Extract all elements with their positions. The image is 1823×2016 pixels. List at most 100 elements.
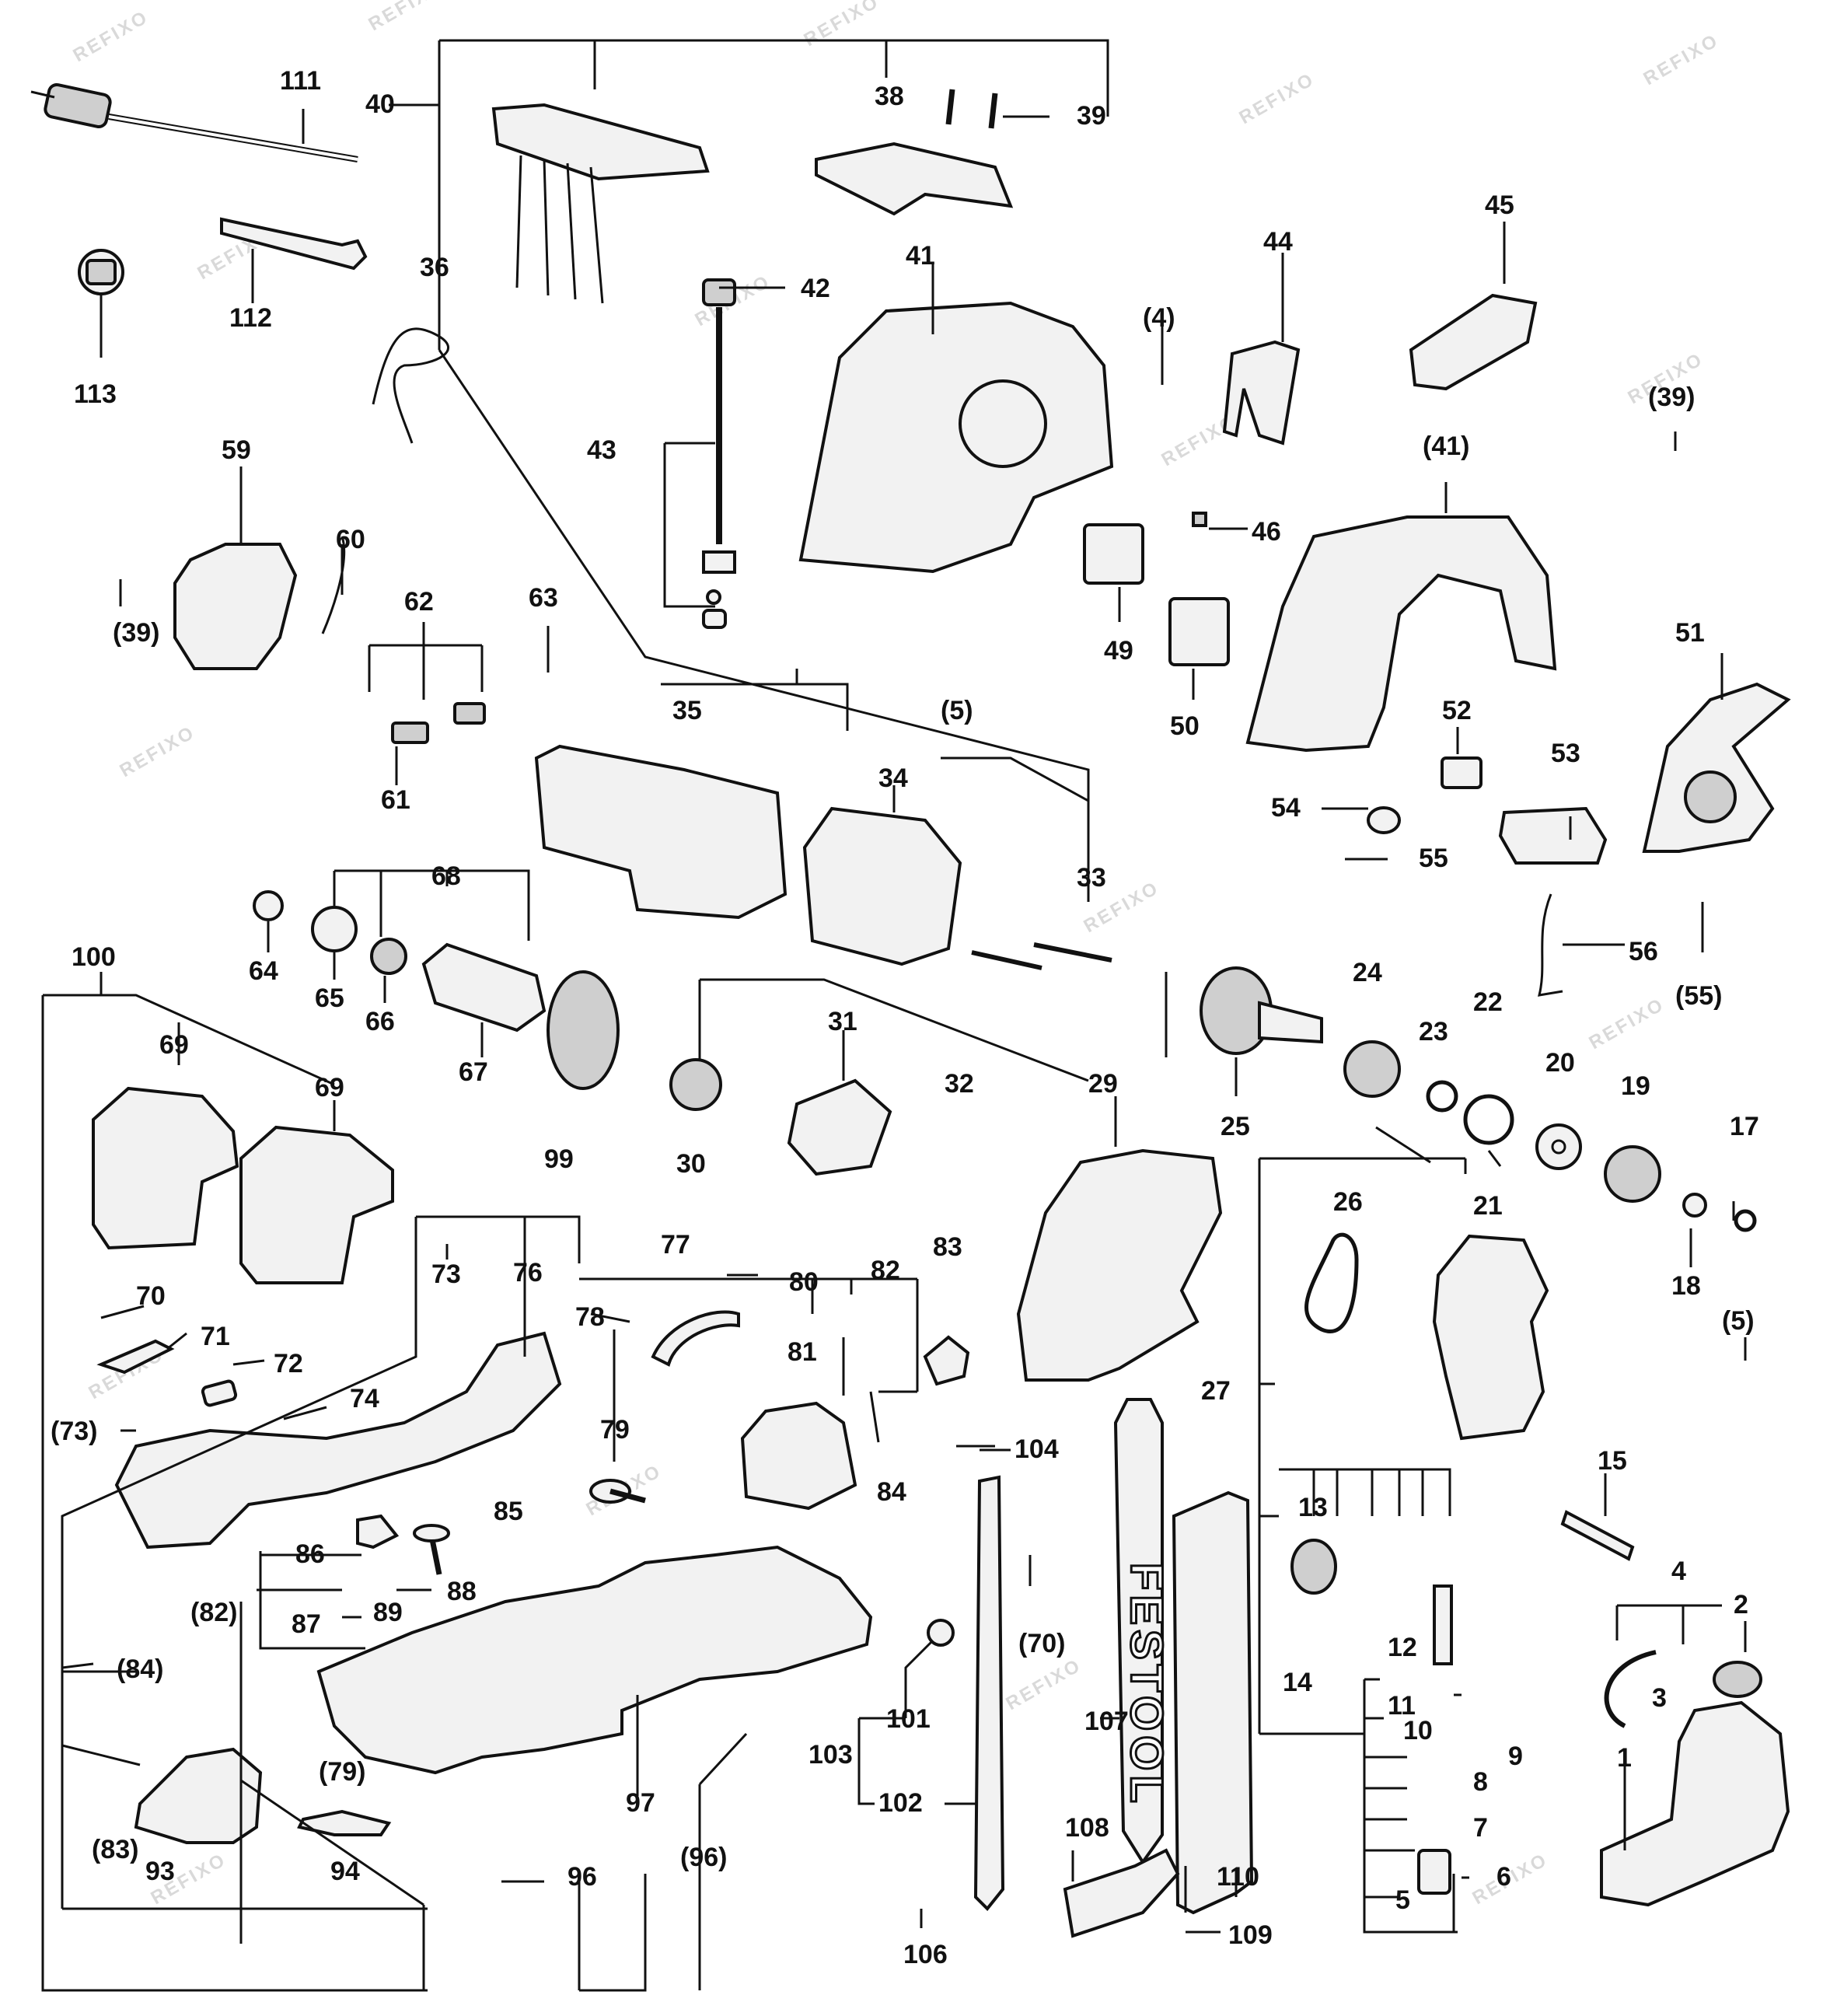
callout-19: 19 (1621, 1071, 1650, 1101)
callout-31: 31 (828, 1007, 857, 1036)
callout-73p: (73) (51, 1417, 97, 1446)
callout-7: 7 (1473, 1813, 1488, 1843)
callout-40: 40 (365, 89, 395, 119)
callout-69a: 69 (159, 1030, 189, 1060)
field-coil (802, 806, 962, 966)
housing-half (1245, 515, 1557, 753)
brand-logo: FESTOOL (1121, 1563, 1172, 1808)
watermark: REFIXO (1586, 994, 1668, 1053)
callout-42: 42 (801, 274, 830, 303)
watermark: REFIXO (70, 6, 152, 66)
chain-sprocket (1604, 1145, 1661, 1203)
callout-60: 60 (336, 525, 365, 554)
callout-70p: (70) (1018, 1629, 1065, 1658)
callout-104: 104 (1015, 1434, 1059, 1464)
cable-clip (1367, 806, 1401, 834)
ground-wire (1537, 893, 1563, 997)
callout-77: 77 (661, 1230, 690, 1260)
callout-55: 55 (1419, 844, 1448, 873)
callout-54: 54 (1271, 793, 1301, 823)
callout-72: 72 (274, 1349, 303, 1378)
callout-97: 97 (626, 1788, 655, 1818)
callout-25: 25 (1221, 1112, 1250, 1141)
callout-3: 3 (1652, 1683, 1667, 1713)
callout-84p: (84) (117, 1654, 163, 1684)
callout-21: 21 (1473, 1191, 1503, 1221)
fence-bar (297, 1809, 392, 1836)
terminal-block (1441, 756, 1482, 789)
guide-pin (1560, 1510, 1635, 1561)
callout-67: 67 (459, 1057, 488, 1087)
callout-110: 110 (1217, 1862, 1259, 1892)
callout-96: 96 (568, 1862, 597, 1892)
callout-83: 83 (933, 1232, 962, 1262)
callout-93: 93 (145, 1857, 175, 1886)
callout-41p: (41) (1423, 432, 1469, 461)
leader-lines (41, 39, 1747, 1992)
long-screw (971, 950, 1042, 970)
callout-69b: 69 (315, 1073, 344, 1102)
callout-89: 89 (373, 1598, 403, 1627)
callout-96p: (96) (680, 1843, 727, 1872)
brush-plate (787, 1078, 892, 1176)
callout-52: 52 (1442, 696, 1472, 725)
callout-78: 78 (575, 1302, 605, 1332)
callout-2: 2 (1734, 1590, 1748, 1619)
handle-assembly (491, 103, 710, 304)
callout-49: 49 (1104, 636, 1133, 666)
bar-cover (1063, 1848, 1180, 1938)
callout-5p2: (5) (1722, 1306, 1755, 1336)
rip-fence (134, 1747, 263, 1844)
callout-10: 10 (1403, 1716, 1433, 1745)
callout-82: 82 (871, 1256, 900, 1285)
callout-74: 74 (350, 1384, 379, 1413)
callout-6: 6 (1496, 1862, 1511, 1892)
callout-32: 32 (945, 1069, 974, 1099)
callout-84: 84 (877, 1477, 906, 1507)
callout-15: 15 (1598, 1446, 1627, 1476)
callout-39: 39 (1077, 101, 1106, 131)
callout-17: 17 (1730, 1112, 1759, 1141)
callout-68: 68 (431, 861, 461, 891)
motor-casing (534, 744, 788, 920)
base-plate (316, 1545, 873, 1775)
ball-bearing (370, 938, 407, 975)
callout-22: 22 (1473, 987, 1503, 1017)
callout-107: 107 (1084, 1707, 1129, 1736)
callout-94: 94 (330, 1857, 360, 1886)
watermark: REFIXO (1003, 1654, 1085, 1714)
callout-66: 66 (365, 1007, 395, 1036)
tank-cap (1713, 1661, 1762, 1698)
callout-35: 35 (672, 696, 702, 725)
guide-rail (1172, 1490, 1254, 1915)
callout-81: 81 (788, 1337, 817, 1367)
chain-guard-strip (973, 1475, 1005, 1911)
blade-guard (1642, 682, 1791, 853)
o-ring (253, 890, 284, 921)
callout-39p: (39) (1648, 383, 1695, 412)
callout-23: 23 (1419, 1017, 1448, 1046)
watermark: REFIXO (801, 0, 883, 51)
switch-lever (1222, 340, 1301, 445)
internal-cable (372, 327, 449, 444)
callout-62: 62 (404, 587, 434, 617)
bearing (669, 1058, 722, 1111)
callout-102: 102 (878, 1788, 923, 1818)
callout-18: 18 (1671, 1271, 1701, 1301)
callout-79: 79 (600, 1415, 630, 1445)
callout-83p: (83) (92, 1835, 138, 1864)
callout-44: 44 (1263, 227, 1293, 257)
snap-ring (1734, 1209, 1757, 1232)
callout-79p: (79) (319, 1757, 365, 1787)
bevel-bracket (740, 1401, 857, 1511)
callout-85: 85 (494, 1497, 523, 1526)
callout-111: 111 (280, 66, 321, 96)
switch-housing (1168, 597, 1230, 666)
switch-cover (1498, 806, 1608, 865)
pump-piston (1417, 1849, 1451, 1895)
callout-20: 20 (1545, 1048, 1575, 1078)
brush-holder (391, 721, 429, 744)
depth-lever (96, 1339, 175, 1375)
parts-layer (30, 83, 1791, 1938)
motor-housing (798, 301, 1114, 574)
